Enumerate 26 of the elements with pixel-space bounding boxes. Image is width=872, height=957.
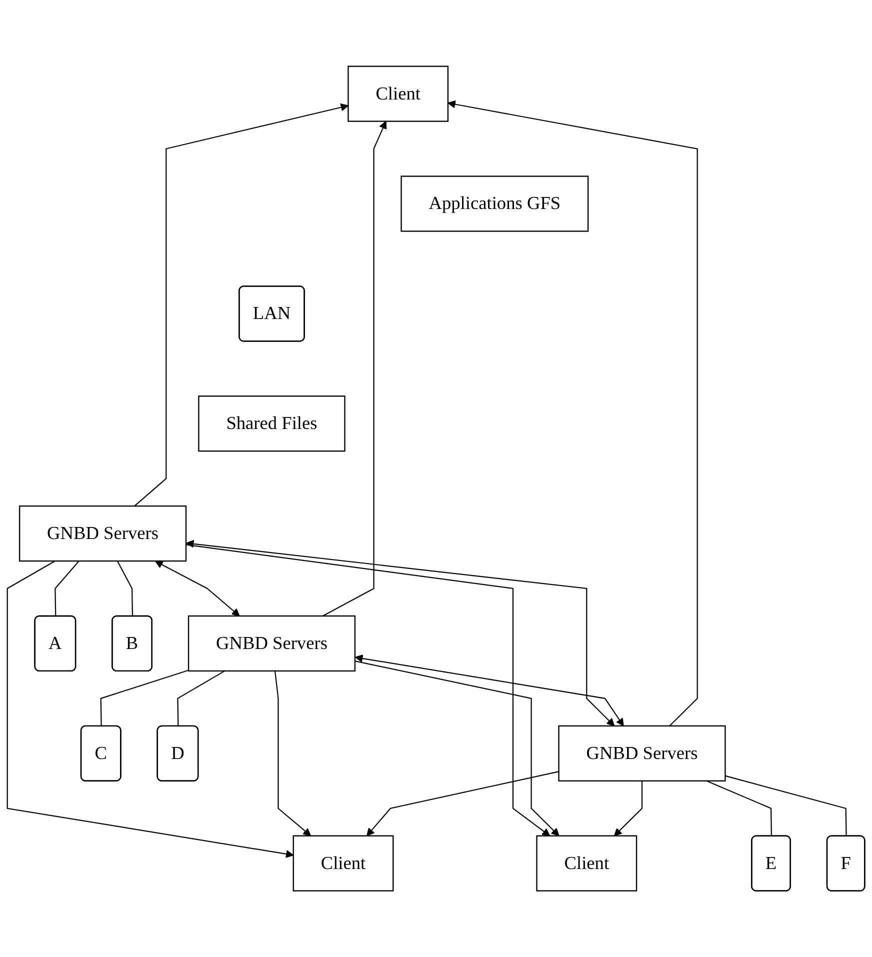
arrow [186,544,550,836]
arrow [366,770,559,836]
node-box: GNBD Servers [18,505,187,562]
connector [100,670,189,726]
connector [116,560,134,616]
connector [54,560,80,616]
arrow [186,540,615,726]
connector [706,780,772,836]
arrow [354,660,560,836]
arrow [614,780,643,836]
arrow [274,670,312,836]
arrow [6,560,294,858]
arrow [322,120,387,616]
node-box: GNBD Servers [558,725,726,782]
node-box: Client [348,66,449,122]
node-box: GNBD Servers [188,615,356,672]
node-box: Client [536,835,638,892]
arrow [354,654,624,726]
node-box: Shared Files [198,395,346,452]
arrow [134,103,349,506]
node-box: Client [292,835,394,892]
connector [177,670,225,726]
node-box: Applications GFS [400,176,589,232]
arrow [448,100,698,726]
arrow [154,560,240,616]
connector [725,775,847,836]
